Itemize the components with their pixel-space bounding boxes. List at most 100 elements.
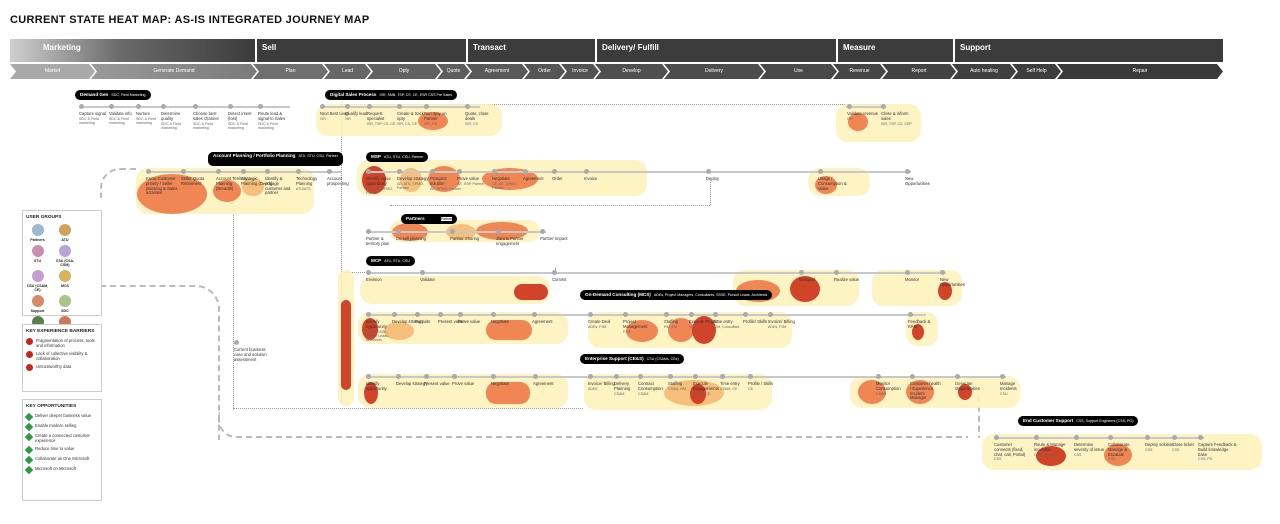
user-groups-panel: USER GROUPS Partners ATU STU CSU (CSA, C… — [22, 210, 102, 338]
heat-know-customer — [137, 174, 207, 214]
step-onboard: Onboard — [799, 270, 831, 283]
barriers-panel: KEY EXPERIENCE BARRIERS Fragmentation of… — [22, 324, 102, 392]
step-order-msp: Order — [552, 169, 584, 182]
step-monitor: Monitor — [905, 270, 937, 283]
stage-report: Report — [882, 64, 956, 79]
opportunity-item: Create a connected customer experience — [24, 432, 98, 443]
heat-feedback-kpis — [912, 324, 924, 340]
avatar — [58, 270, 71, 282]
step-negotiate-mcs: Negotiate — [491, 312, 523, 325]
step-profile-skills-mcs: Profile/ Skills — [743, 312, 775, 325]
opportunity-item: Collaborate as One Microsoft — [24, 455, 98, 465]
heat-generate-opps — [958, 384, 972, 400]
heat-collaborate-escalate — [1104, 444, 1132, 466]
stage-plan: Plan — [253, 64, 328, 79]
journey-path-loop — [100, 285, 220, 440]
data-icon — [26, 364, 33, 372]
stage-use: Use — [760, 64, 837, 79]
step-new-opps-mcp: New Opportunities — [940, 270, 972, 288]
step-identify-opp-ces: Identify opportunity — [366, 374, 398, 392]
heat-create-opty — [418, 112, 448, 130]
user-groups-title: USER GROUPS — [26, 215, 62, 220]
step-realize-value: Realize value — [834, 270, 866, 283]
avatar — [58, 295, 71, 307]
step-strategic-planning: Strategic Planning (Depth) — [241, 169, 273, 187]
step-commit: Commit — [552, 270, 584, 283]
step-invoice-msp: Invoice — [584, 169, 616, 182]
heat-execute-engagements — [690, 384, 706, 404]
step-develop-strategy-mcs: Develop strategy — [392, 312, 424, 325]
barrier-visibility: Lack of collective visibility & collabor… — [26, 351, 98, 361]
stage-repair: Repair — [1057, 64, 1223, 79]
opportunity-item: Microsoft on Microsoft — [24, 465, 98, 475]
user-group-atu: ATU — [53, 224, 76, 242]
step-customer-connects: Customer connects (fixed, chat, call, Po… — [994, 435, 1026, 462]
opportunities-panel: KEY OPPORTUNITIES Deliver deeper busines… — [22, 399, 102, 501]
step-new-opps-msp: New Opportunities — [905, 169, 937, 187]
step-account-prospecting: Account prospecting — [327, 169, 359, 187]
stage-generate-demand: Generate Demand — [91, 64, 257, 79]
user-group-csu-csam: CSU (CSAM, CE) — [26, 270, 49, 292]
user-group-partners: Partners — [26, 224, 49, 242]
lane-mcs-pill: On-Demand Consulting (MCS)ADEs, Project … — [580, 290, 773, 300]
phase-measure: Measure — [838, 39, 953, 62]
opportunity-item: Deliver deeper business value — [24, 412, 98, 422]
journey-path-bottom — [218, 412, 968, 438]
phase-support: Support — [955, 39, 1223, 62]
heat-negotiate-mcs — [486, 320, 532, 340]
heat-usage — [815, 176, 837, 194]
barrier-data: Untrustworthy data — [26, 364, 98, 372]
diamond-icon — [24, 455, 34, 465]
user-group-mcs: MCS — [53, 270, 76, 288]
user-group-sdc: SDC — [53, 295, 76, 313]
step-envision: Envision — [366, 270, 398, 283]
stage-invoice: Invoice — [561, 64, 599, 79]
step-feedback-kpis: Feedback & KPIs — [908, 312, 940, 330]
user-group-stu: STU — [26, 245, 49, 263]
step-pursuits: Pursuits — [415, 312, 447, 325]
avatar — [31, 224, 44, 236]
visibility-icon — [26, 351, 33, 359]
note-current-business-case: Current business case and solution asses… — [234, 340, 270, 362]
phase-delivery-fulfill: Delivery/ Fulfill — [597, 39, 836, 62]
barrier-fragmentation: Fragmentation of process, tools and info… — [26, 338, 98, 348]
opportunity-item: Enable modern selling — [24, 422, 98, 432]
step-present-value-mcs: Present value — [438, 312, 470, 325]
heat-new-opps-mcp — [938, 282, 952, 300]
phase-marketing: Marketing — [10, 39, 255, 62]
page-title: CURRENT STATE HEAT MAP: AS-IS INTEGRATED… — [10, 14, 370, 26]
step-territory-planning: Account Territory Planning (Breadth) — [216, 169, 248, 191]
step-partner-impact: Partner Impact — [540, 229, 572, 242]
user-group-csu-csa: CSU (CSA, CSM) — [53, 245, 76, 267]
opportunity-item: Reduce time to value — [24, 445, 98, 455]
phase-sell: Sell — [257, 39, 466, 62]
step-partner-sharing: Partner Sharing — [450, 229, 482, 242]
